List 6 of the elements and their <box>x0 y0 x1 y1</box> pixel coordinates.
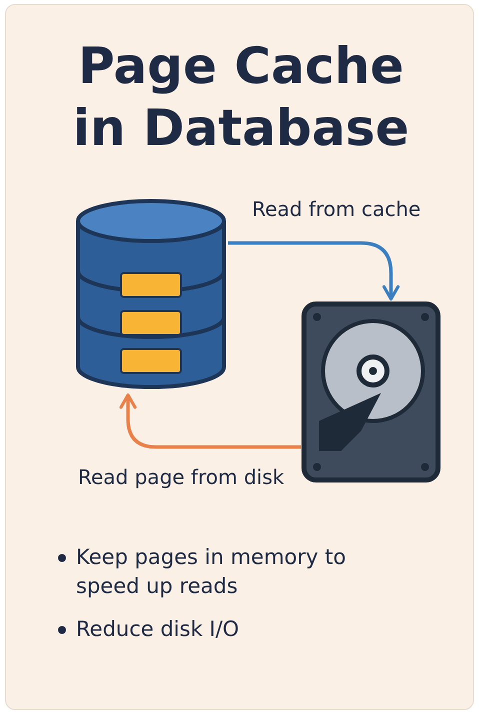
bullet-text: Reduce disk I/O <box>76 616 240 643</box>
database-icon <box>74 197 228 391</box>
arrow <box>228 241 400 301</box>
arrow <box>119 393 301 449</box>
title: Page Cache in Database <box>72 36 410 159</box>
bullet-text: Keep pages in memory to speed up reads <box>76 544 347 600</box>
